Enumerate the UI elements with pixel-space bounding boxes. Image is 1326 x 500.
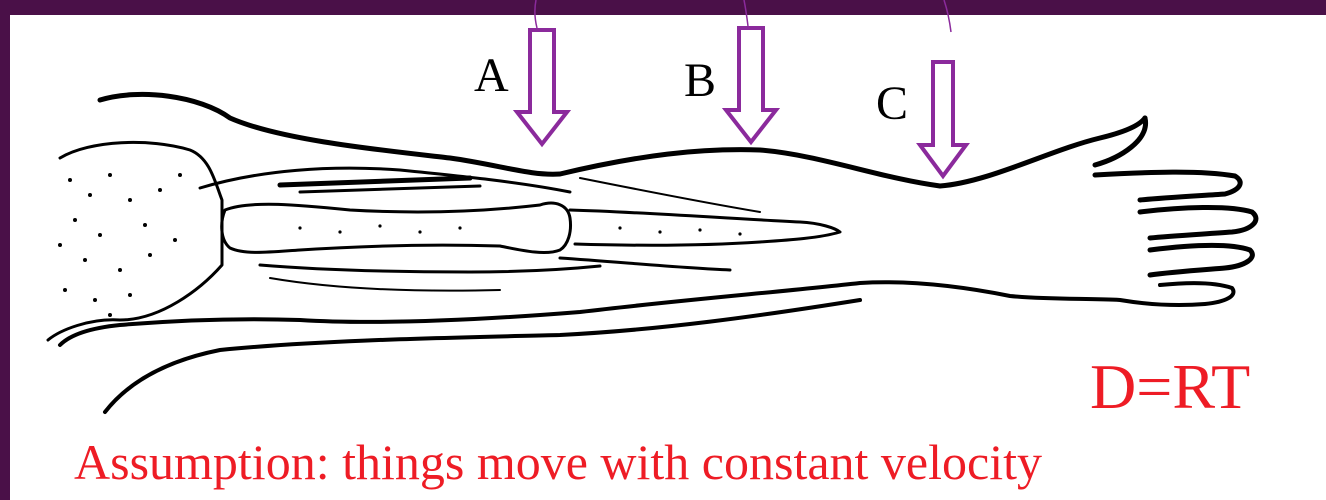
- arm-illustration: [48, 94, 1256, 412]
- marker-label-c: C: [876, 80, 908, 128]
- assumption-text: Assumption: things move with constant ve…: [74, 437, 1042, 487]
- marker-label-b: B: [684, 57, 716, 105]
- marker-label-a: A: [474, 52, 509, 100]
- formula-text: D=RT: [1090, 355, 1250, 419]
